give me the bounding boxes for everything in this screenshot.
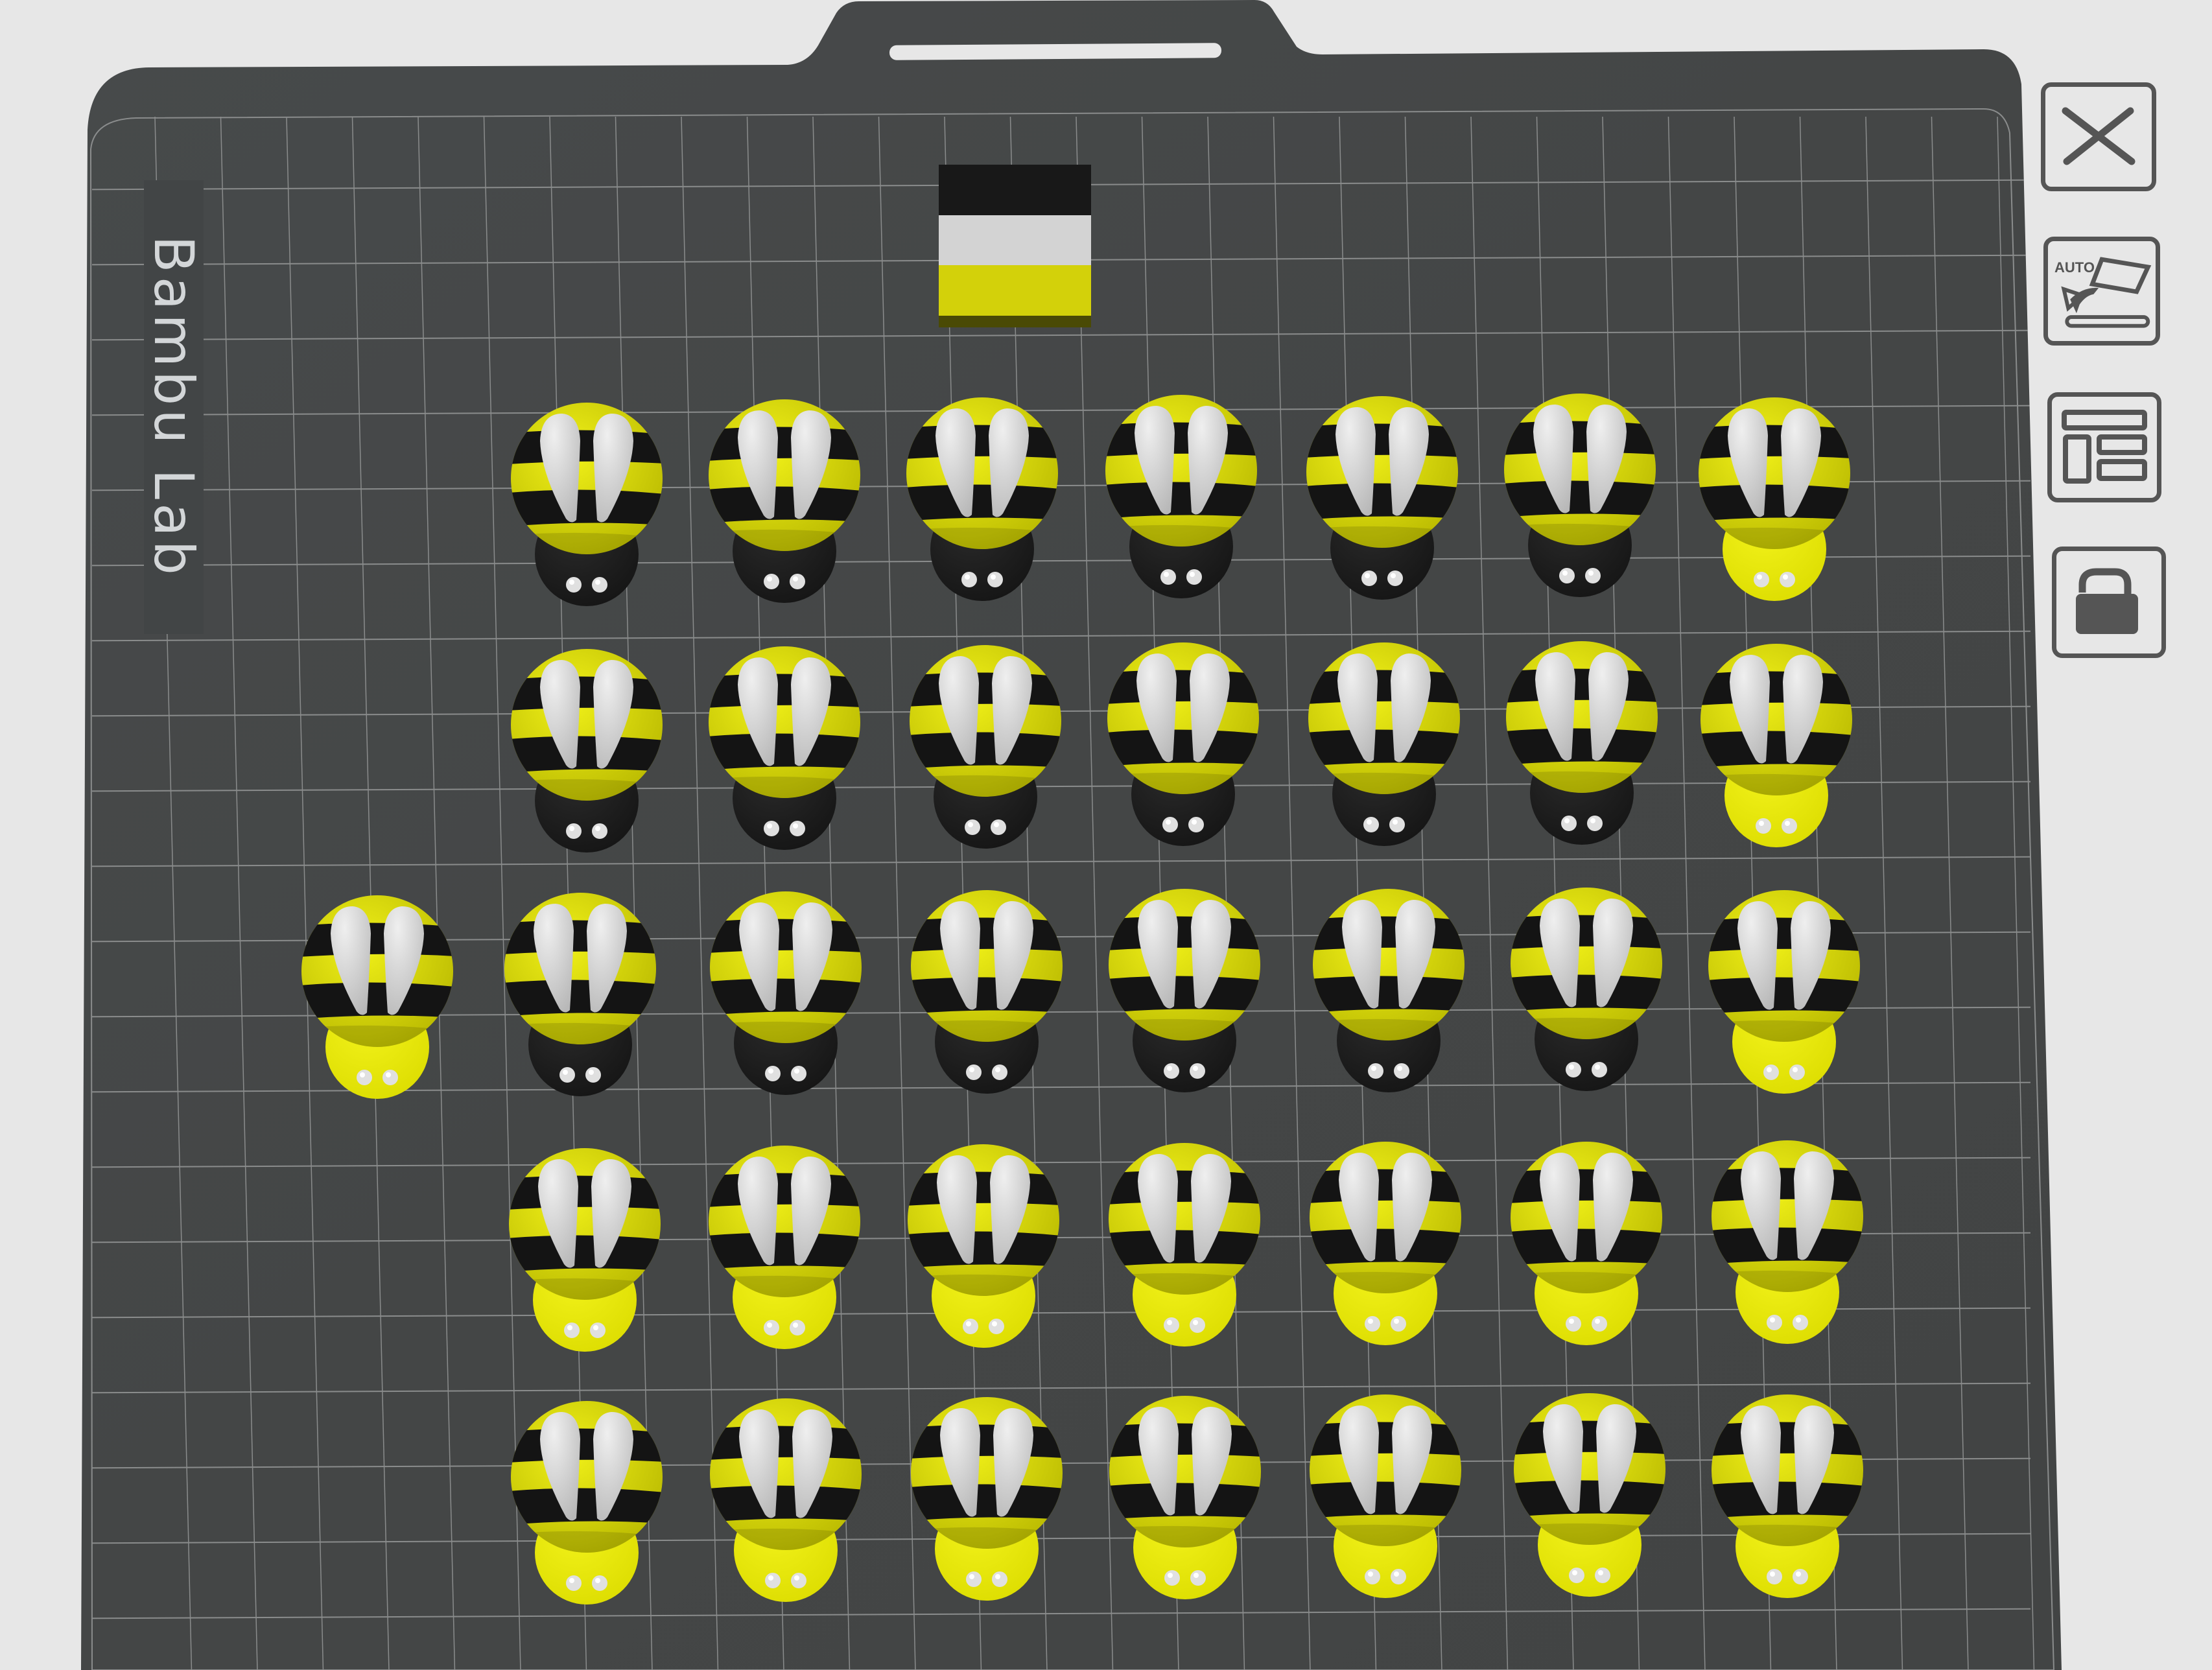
bee-icon	[511, 1401, 663, 1605]
arrange-button[interactable]	[2047, 392, 2161, 502]
close-button[interactable]	[2041, 82, 2156, 191]
bee-icon	[906, 397, 1058, 601]
bee-icon	[1708, 890, 1860, 1094]
bee-model[interactable]	[1699, 643, 1854, 851]
bee-model[interactable]	[1311, 888, 1466, 1096]
bee-icon	[709, 1146, 860, 1349]
bee-model[interactable]	[1697, 397, 1852, 604]
bee-model[interactable]	[1105, 642, 1261, 849]
bee-model[interactable]	[1509, 887, 1664, 1094]
bee-icon	[1313, 889, 1465, 1092]
swatch-stripe-yellow	[939, 265, 1091, 316]
bee-model[interactable]	[507, 1147, 663, 1355]
bee-icon	[1506, 641, 1658, 845]
bee-icon	[1306, 396, 1458, 600]
bee-icon	[1712, 1140, 1863, 1344]
bee-icon	[504, 893, 656, 1096]
bee-model[interactable]	[1306, 642, 1462, 849]
bee-icon	[1511, 1142, 1662, 1345]
bee-model[interactable]	[509, 1400, 665, 1608]
bee-model[interactable]	[502, 892, 658, 1100]
bee-icon	[1105, 395, 1257, 598]
bee-icon	[511, 403, 663, 606]
close-icon	[2062, 107, 2136, 165]
auto-orient-icon	[2061, 257, 2152, 328]
bee-model[interactable]	[904, 397, 1060, 604]
bee-icon	[1504, 394, 1656, 597]
bee-model[interactable]	[1710, 1140, 1865, 1347]
bee-icon	[1699, 397, 1850, 601]
bee-model[interactable]	[707, 1145, 862, 1352]
bee-model[interactable]	[509, 648, 665, 856]
bee-model[interactable]	[1502, 393, 1658, 600]
bee-icon	[709, 399, 860, 603]
bee-icon	[1109, 1396, 1261, 1599]
bee-icon	[710, 1398, 862, 1602]
bee-model[interactable]	[1504, 641, 1660, 848]
bee-model[interactable]	[708, 891, 864, 1098]
bee-model[interactable]	[1304, 395, 1460, 603]
bee-icon	[911, 890, 1063, 1094]
swatch-stripe-shadow	[939, 316, 1091, 327]
bee-icon	[1310, 1142, 1461, 1345]
bee-icon	[1514, 1393, 1665, 1597]
bee-model[interactable]	[1107, 1142, 1262, 1350]
bee-icon	[1700, 644, 1852, 847]
bee-icon	[511, 649, 663, 853]
auto-orient-button[interactable]: AUTO	[2043, 237, 2160, 346]
bee-model[interactable]	[1710, 1394, 1865, 1601]
bee-icon	[509, 1148, 661, 1352]
bee-icon	[301, 895, 453, 1099]
bee-model[interactable]	[909, 889, 1065, 1097]
bee-icon	[1511, 888, 1662, 1091]
bee-model[interactable]	[300, 895, 455, 1102]
logo-text: Bambu Lab	[142, 235, 206, 579]
bee-model[interactable]	[1308, 1141, 1463, 1348]
swatch-stripe-black	[939, 165, 1091, 215]
bee-icon	[710, 891, 862, 1095]
bee-model[interactable]	[906, 1144, 1061, 1351]
layout-icon	[2062, 410, 2147, 484]
bee-model[interactable]	[708, 1398, 864, 1605]
bee-model[interactable]	[707, 399, 862, 606]
bee-model[interactable]	[1512, 1393, 1667, 1600]
auto-label: AUTO	[2054, 259, 2095, 276]
bee-icon	[1310, 1394, 1461, 1598]
bee-icon	[1109, 889, 1260, 1092]
bee-model[interactable]	[1107, 888, 1262, 1096]
bee-model[interactable]	[909, 1396, 1065, 1604]
bee-model[interactable]	[1308, 1394, 1463, 1601]
swatch-stripe-white	[939, 215, 1091, 265]
bee-model[interactable]	[707, 646, 862, 853]
bee-icon	[911, 1397, 1063, 1601]
bee-icon	[908, 1144, 1059, 1348]
bee-model[interactable]	[1706, 889, 1862, 1097]
bee-model[interactable]	[1509, 1141, 1664, 1348]
bee-model[interactable]	[509, 402, 665, 609]
bee-icon	[910, 645, 1061, 849]
filament-swatch-block[interactable]	[939, 165, 1091, 327]
bee-model[interactable]	[1103, 394, 1259, 602]
bee-model[interactable]	[908, 644, 1063, 852]
bee-icon	[709, 646, 860, 850]
bee-icon	[1109, 1143, 1260, 1347]
plate-handle-slot	[889, 43, 1221, 60]
unlock-icon	[2076, 568, 2138, 634]
bambu-lab-logo: Bambu Lab	[142, 180, 206, 634]
bee-icon	[1308, 642, 1460, 846]
lock-button[interactable]	[2052, 547, 2166, 658]
bee-icon	[1712, 1394, 1863, 1598]
bee-model[interactable]	[1107, 1395, 1263, 1603]
bee-icon	[1107, 642, 1259, 846]
